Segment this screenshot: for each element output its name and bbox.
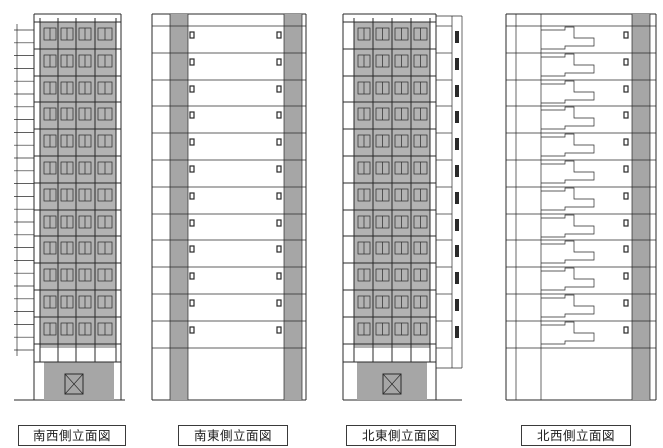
northeast-elevation (342, 13, 463, 401)
label-northeast-elevation: 北東側立面図 (346, 425, 456, 446)
southwest-elevation (14, 13, 125, 401)
entrance-door (64, 373, 84, 395)
label-southeast-elevation: 南東側立面図 (178, 425, 288, 446)
entrance-door (382, 373, 402, 395)
northwest-elevation (505, 13, 657, 401)
label-southwest-elevation: 南西側立面図 (18, 425, 126, 446)
label-northwest-elevation: 北西側立面図 (521, 425, 631, 446)
southeast-elevation (151, 13, 307, 401)
